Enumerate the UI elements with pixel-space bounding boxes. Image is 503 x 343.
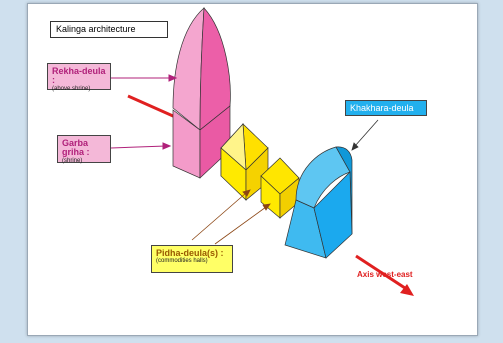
axis-line-east xyxy=(355,254,409,292)
khakhara-pointer xyxy=(354,119,379,147)
label-rekha-deula-title: Rekha-deula : xyxy=(52,66,106,86)
label-pidha-deula-title: Pidha-deula(s) : xyxy=(156,248,224,258)
diagram-title: Kalinga architecture xyxy=(50,21,168,38)
garba-pointer xyxy=(110,145,167,149)
pidha-pointer-2-head xyxy=(262,203,271,211)
pidha-pointer-1-head xyxy=(242,189,251,197)
label-khakhara-deula-title: Khakhara-deula xyxy=(350,103,414,113)
rekha-pointer-head xyxy=(168,74,178,82)
label-rekha-deula-subtitle: (above shrine) xyxy=(52,85,91,92)
label-axis: Axis west-east xyxy=(357,270,413,279)
label-pidha-deula-subtitle: (commodities halls) xyxy=(156,258,208,265)
pidha-deula-large-shape xyxy=(220,123,269,201)
rekha-deula-shape xyxy=(172,7,231,131)
axis-arrowhead xyxy=(400,284,414,296)
label-rekha-deula: Rekha-deula : (above shrine) xyxy=(47,63,111,92)
label-garba-griha: Garba griha : (shrine) xyxy=(57,135,111,164)
label-pidha-deula: Pidha-deula(s) : (commodities halls) xyxy=(151,245,233,273)
label-garba-griha-title: Garba griha : xyxy=(62,138,90,158)
pidha-pointer-2 xyxy=(214,206,267,245)
label-garba-griha-subtitle: (shrine) xyxy=(62,157,83,164)
label-khakhara-deula: Khakhara-deula xyxy=(345,100,427,116)
khakhara-pointer-head xyxy=(351,142,359,151)
pidha-pointer-1 xyxy=(191,192,247,241)
garba-griha-shape xyxy=(172,105,231,179)
khakhara-deula-shape xyxy=(284,146,353,259)
garba-pointer-head xyxy=(162,142,172,150)
pidha-deula-small-shape xyxy=(260,157,300,219)
